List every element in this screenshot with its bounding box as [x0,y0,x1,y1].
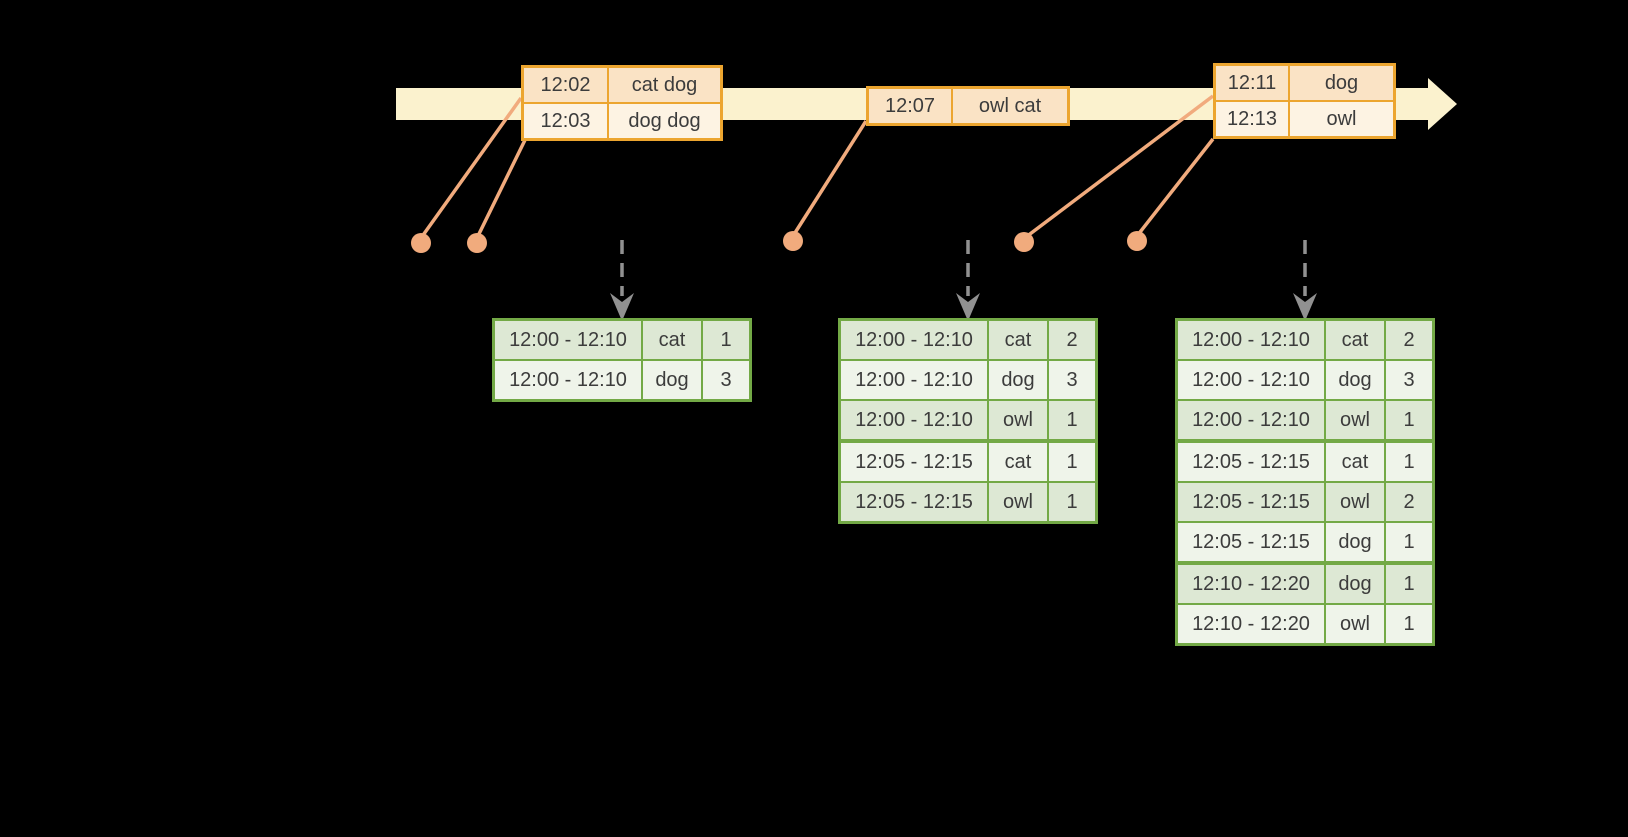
count-cell: 1 [1386,443,1432,481]
input-events-table-2: 12:07 owl cat [866,86,1070,126]
result-row: 12:05 - 12:15 dog 1 [1178,523,1432,561]
result-row: 12:05 - 12:15 owl 2 [1178,483,1432,521]
count-cell: 1 [1049,401,1095,439]
event-row: 12:13 owl [1216,102,1393,136]
window-cell: 12:05 - 12:15 [841,483,987,521]
event-words-cell: owl [1290,102,1393,136]
window-cell: 12:00 - 12:10 [495,321,641,359]
word-cell: owl [1326,401,1384,439]
event-leader-line [791,120,868,237]
result-row: 12:05 - 12:15 owl 1 [841,483,1095,521]
word-cell: cat [989,443,1047,481]
count-cell: 2 [1049,321,1095,359]
event-time-dot [1127,231,1147,251]
trigger-arrowhead-icon [956,293,980,321]
word-cell: owl [989,401,1047,439]
count-cell: 1 [703,321,749,359]
event-leader-line [419,96,523,240]
window-cell: 12:05 - 12:15 [1178,443,1324,481]
trigger-arrowhead-icon [1293,293,1317,321]
word-cell: cat [989,321,1047,359]
event-leader-line [475,139,527,239]
event-time-dot [467,233,487,253]
window-cell: 12:00 - 12:10 [841,321,987,359]
count-cell: 1 [1049,443,1095,481]
event-time-dot [1014,232,1034,252]
count-cell: 3 [1049,361,1095,399]
word-cell: owl [1326,605,1384,643]
count-cell: 3 [1386,361,1432,399]
window-cell: 12:00 - 12:10 [1178,361,1324,399]
result-row: 12:05 - 12:15 cat 1 [1178,443,1432,481]
window-cell: 12:00 - 12:10 [495,361,641,399]
count-cell: 2 [1386,483,1432,521]
event-words-cell: cat dog [609,68,720,102]
event-time-cell: 12:11 [1216,66,1288,100]
result-row: 12:00 - 12:10 dog 3 [495,361,749,399]
timeline-arrowhead-icon [1428,78,1457,130]
window-cell: 12:10 - 12:20 [1178,565,1324,603]
event-time-cell: 12:07 [869,89,951,123]
result-row: 12:05 - 12:15 cat 1 [841,443,1095,481]
event-row: 12:11 dog [1216,66,1393,100]
count-cell: 3 [703,361,749,399]
event-row: 12:02 cat dog [524,68,720,102]
input-events-table-1: 12:02 cat dog 12:03 dog dog [521,65,723,141]
result-row: 12:10 - 12:20 owl 1 [1178,605,1432,643]
word-cell: owl [1326,483,1384,521]
result-row: 12:00 - 12:10 dog 3 [841,361,1095,399]
window-cell: 12:00 - 12:10 [841,401,987,439]
word-cell: owl [989,483,1047,521]
window-cell: 12:05 - 12:15 [841,443,987,481]
result-row: 12:00 - 12:10 dog 3 [1178,361,1432,399]
input-events-table-3: 12:11 dog 12:13 owl [1213,63,1396,139]
event-time-cell: 12:13 [1216,102,1288,136]
word-cell: cat [1326,321,1384,359]
count-cell: 1 [1386,401,1432,439]
count-cell: 1 [1049,483,1095,521]
window-cell: 12:00 - 12:10 [1178,321,1324,359]
count-cell: 1 [1386,565,1432,603]
event-row: 12:03 dog dog [524,104,720,138]
window-cell: 12:05 - 12:15 [1178,483,1324,521]
event-words-cell: dog dog [609,104,720,138]
word-cell: dog [1326,523,1384,561]
word-cell: dog [1326,565,1384,603]
event-leader-line [1024,94,1215,239]
window-cell: 12:05 - 12:15 [1178,523,1324,561]
result-row: 12:10 - 12:20 dog 1 [1178,565,1432,603]
word-cell: dog [643,361,701,399]
count-cell: 1 [1386,605,1432,643]
word-cell: dog [989,361,1047,399]
result-row: 12:00 - 12:10 owl 1 [841,401,1095,439]
result-row: 12:00 - 12:10 cat 1 [495,321,749,359]
event-time-dot [783,231,803,251]
event-words-cell: owl cat [953,89,1067,123]
trigger-arrowhead-icon [610,293,634,321]
event-time-cell: 12:03 [524,104,607,138]
result-row: 12:00 - 12:10 owl 1 [1178,401,1432,439]
result-table-2: 12:00 - 12:10 cat 2 12:00 - 12:10 dog 3 … [838,318,1098,524]
result-row: 12:00 - 12:10 cat 2 [1178,321,1432,359]
word-cell: dog [1326,361,1384,399]
event-row: 12:07 owl cat [869,89,1067,123]
event-time-cell: 12:02 [524,68,607,102]
count-cell: 2 [1386,321,1432,359]
event-words-cell: dog [1290,66,1393,100]
window-cell: 12:10 - 12:20 [1178,605,1324,643]
window-cell: 12:00 - 12:10 [1178,401,1324,439]
result-table-3: 12:00 - 12:10 cat 2 12:00 - 12:10 dog 3 … [1175,318,1435,646]
event-leader-line [1135,137,1215,238]
count-cell: 1 [1386,523,1432,561]
word-cell: cat [643,321,701,359]
result-row: 12:00 - 12:10 cat 2 [841,321,1095,359]
event-time-dot [411,233,431,253]
window-cell: 12:00 - 12:10 [841,361,987,399]
word-cell: cat [1326,443,1384,481]
result-table-1: 12:00 - 12:10 cat 1 12:00 - 12:10 dog 3 [492,318,752,402]
